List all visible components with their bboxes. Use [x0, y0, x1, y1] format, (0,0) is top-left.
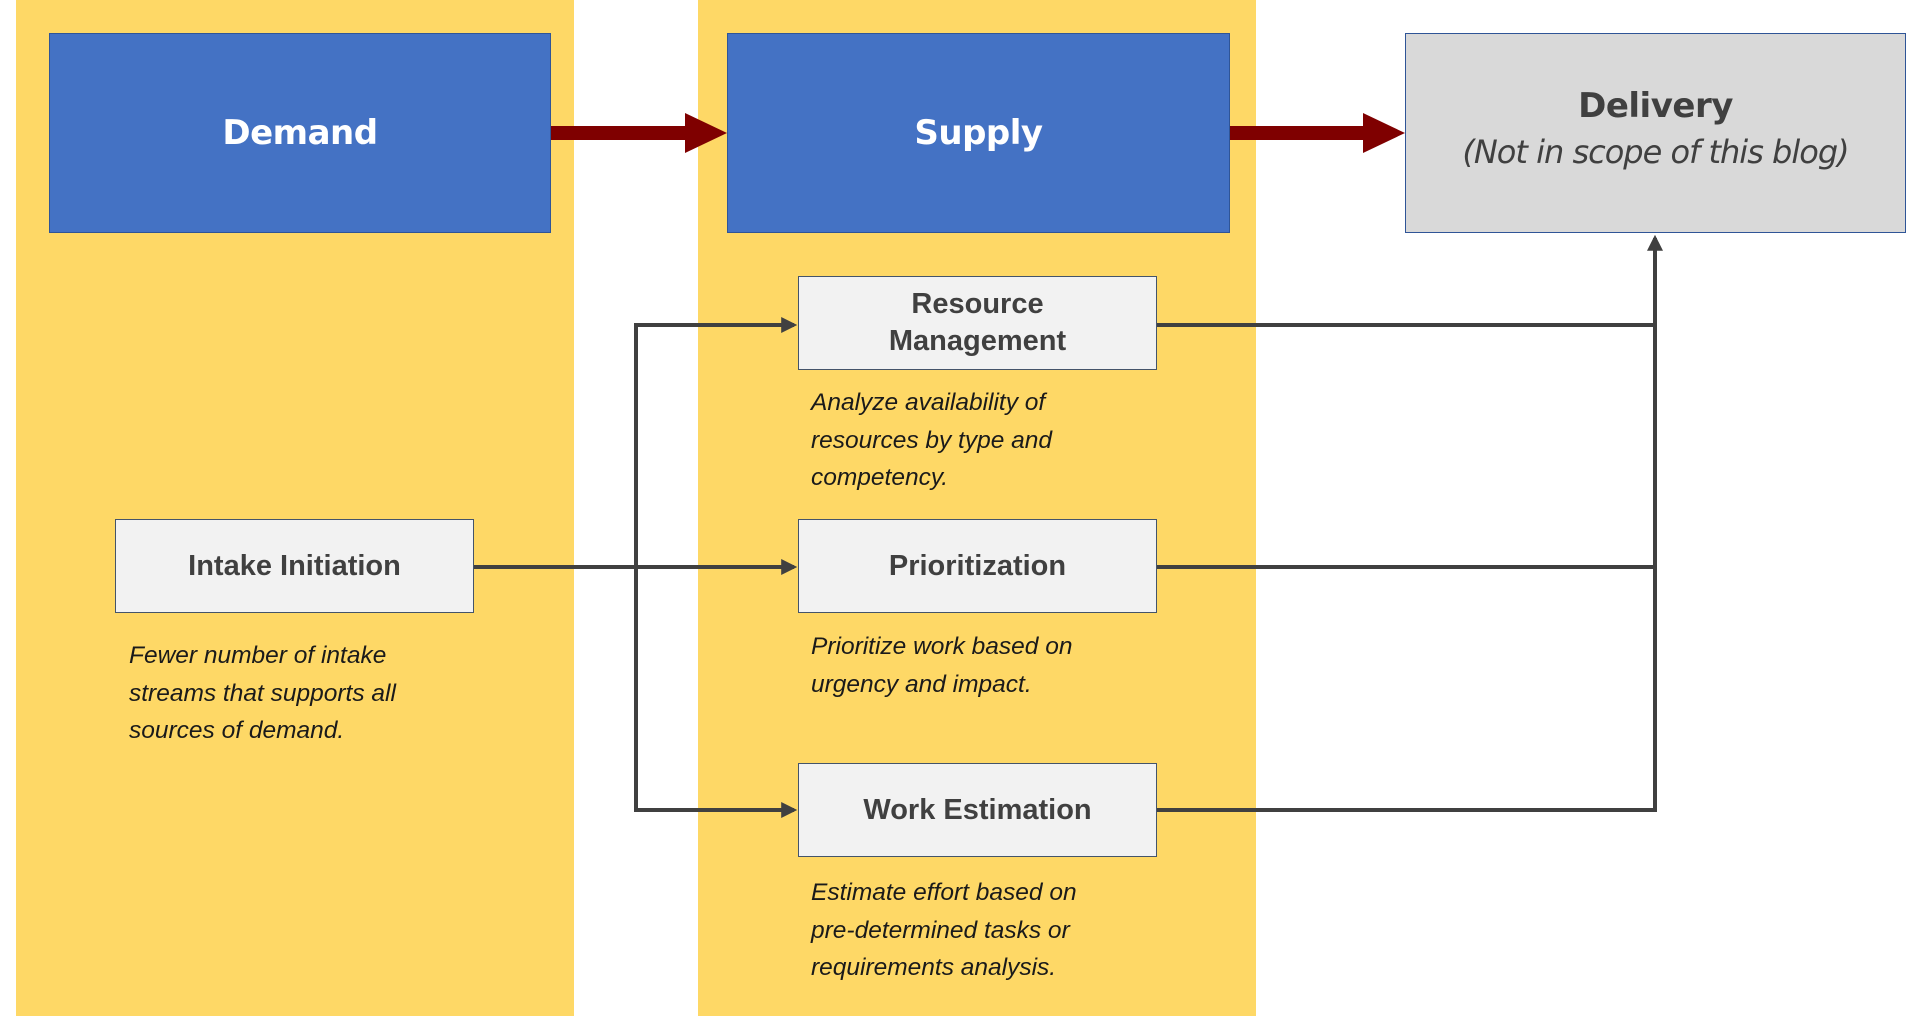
description-line: Fewer number of intake — [129, 642, 387, 669]
step-prioritization: Prioritization — [798, 519, 1157, 613]
arrow-head — [1363, 113, 1405, 153]
step-resource-management: Resource Management — [798, 276, 1157, 370]
step-intake-initiation: Intake Initiation — [115, 519, 474, 613]
stage-title: Demand — [222, 113, 378, 153]
step-label: Intake Initiation — [188, 549, 401, 582]
step-label: Resource Management — [888, 288, 1067, 357]
description-line: Analyze availability of — [811, 389, 1046, 416]
step-description-resource: Analyze availability of resources by typ… — [811, 384, 1151, 497]
arrow-supply-to-delivery — [1230, 113, 1405, 153]
step-label: Prioritization — [888, 549, 1067, 582]
description-line: urgency and impact. — [811, 670, 1032, 698]
description-line: streams that supports all — [129, 679, 396, 707]
step-description-prioritization: Prioritize work based on urgency and imp… — [811, 628, 1151, 703]
description-line: Prioritize work based on — [811, 633, 1073, 660]
step-label: Work Estimation — [863, 793, 1092, 826]
description-line: requirements analysis. — [811, 954, 1057, 981]
step-work-estimation: Work Estimation — [798, 763, 1157, 857]
stage-delivery: Delivery (Not in scope of this blog) — [1405, 33, 1906, 233]
description-line: pre-determined tasks or — [811, 916, 1070, 944]
description-line: Estimate effort based on — [811, 879, 1077, 906]
description-line: sources of demand. — [129, 717, 345, 744]
stage-supply: Supply — [727, 33, 1230, 233]
step-description-intake: Fewer number of intake streams that supp… — [129, 637, 469, 750]
stage-demand: Demand — [49, 33, 551, 233]
stage-title: Delivery — [1578, 86, 1733, 126]
stage-subtitle: (Not in scope of this blog) — [1462, 133, 1849, 171]
step-description-estimation: Estimate effort based on pre-determined … — [811, 874, 1151, 987]
description-line: competency. — [811, 464, 949, 491]
stage-title: Supply — [914, 113, 1043, 153]
description-line: resources by type and — [811, 426, 1053, 454]
